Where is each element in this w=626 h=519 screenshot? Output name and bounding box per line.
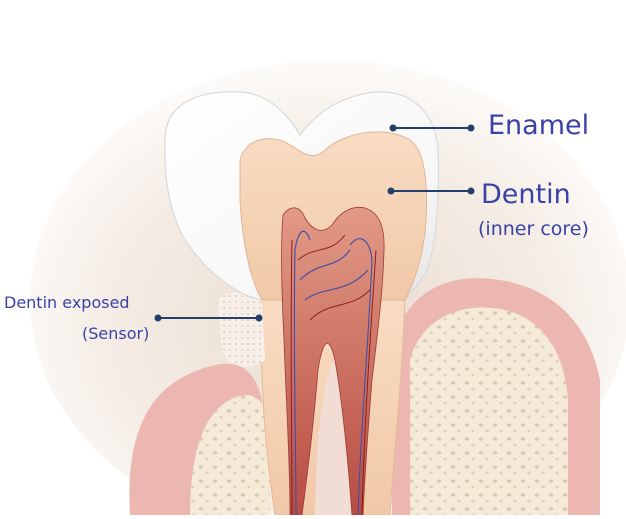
bone-right <box>410 307 568 515</box>
label-dentin-exposed: Dentin exposed <box>4 293 130 312</box>
label-dentin-subtitle: (inner core) <box>478 218 589 240</box>
bone-left <box>190 395 270 515</box>
pulp <box>281 206 385 516</box>
nerves-vessels <box>293 230 373 516</box>
blood-vessels <box>290 234 377 516</box>
label-enamel: Enamel <box>488 110 590 141</box>
exposed-dentin-texture <box>218 292 265 367</box>
pointer-lines <box>154 124 475 322</box>
label-dentin-exposed-subtitle: (Sensor) <box>82 324 150 343</box>
label-dentin: Dentin <box>481 179 571 210</box>
